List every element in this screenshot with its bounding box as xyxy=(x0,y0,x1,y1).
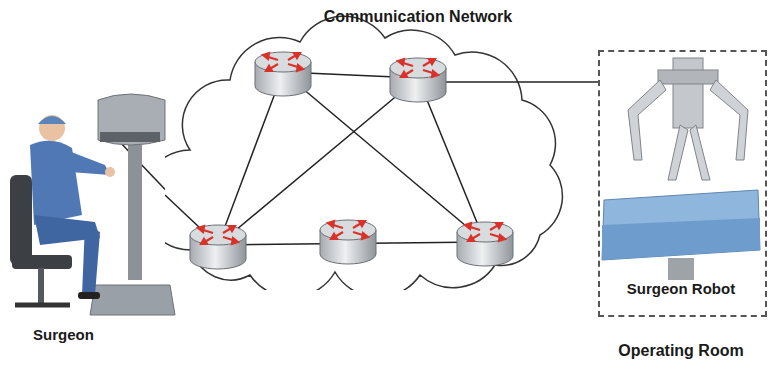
surgeon-illustration xyxy=(10,94,175,315)
robot-illustration xyxy=(598,50,765,315)
network-link xyxy=(565,82,598,83)
network-cloud xyxy=(165,0,565,290)
network-cloud-node: Communication Network xyxy=(165,0,565,290)
person-label: Surgeon xyxy=(33,326,94,343)
robot-label: Surgeon Robot xyxy=(624,280,738,297)
network-heading: Communication Network xyxy=(324,8,512,26)
operating-room-node: Surgeon RobotOperating Room xyxy=(598,50,765,372)
room-label: Operating Room xyxy=(618,342,743,360)
